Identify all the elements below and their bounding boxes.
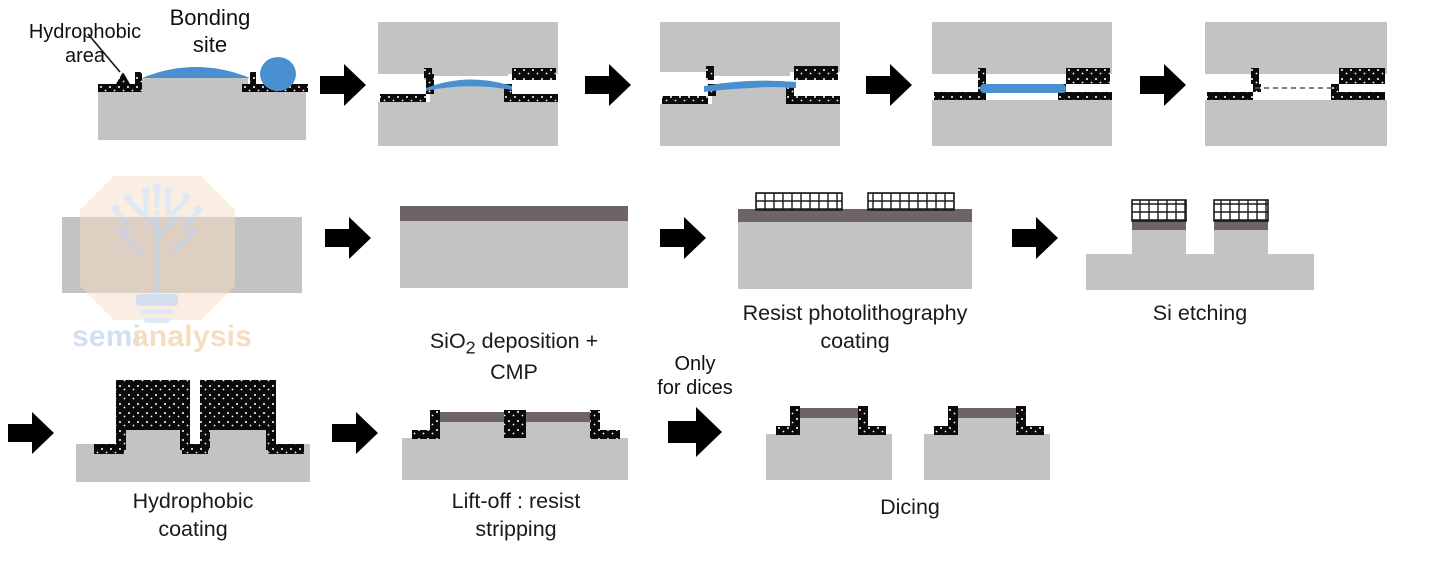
- step-resist-photolithography: [738, 192, 972, 289]
- flow-arrow: [660, 215, 706, 261]
- step-oxide-deposition: [400, 206, 628, 288]
- watermark-brand-part2: analysis: [132, 320, 252, 353]
- annotation-bonding-site: Bonding site: [169, 5, 251, 57]
- step-bare-silicon: [62, 217, 302, 293]
- flow-arrow: [8, 410, 54, 456]
- flow-arrow: [668, 405, 722, 459]
- watermark-brand-part1: semi: [72, 320, 141, 353]
- flow-arrow: [332, 410, 378, 456]
- caption-hydrophobic-coating: Hydrophobic coating: [132, 489, 254, 541]
- step-wafer-approach: [368, 22, 568, 146]
- step-resist-lift-off: [398, 400, 632, 480]
- flow-arrow: [1012, 215, 1058, 261]
- annotation-only-for-dices: Only for dices: [657, 353, 733, 400]
- flow-arrow: [1140, 62, 1186, 108]
- flow-arrow: [585, 62, 631, 108]
- step-droplet-dispense: [80, 33, 320, 148]
- step-dicing: [758, 398, 1058, 480]
- caption-dicing: Dicing: [880, 495, 940, 519]
- caption-oxide-deposition: SiO2 deposition +CMP: [429, 328, 599, 384]
- flow-arrow: [866, 62, 912, 108]
- caption-resist-photolithography: Resist photolithography coating: [742, 301, 968, 353]
- caption-silicon-etching: Si etching: [1152, 301, 1248, 325]
- step-liquid-thin-film: [922, 22, 1122, 146]
- step-silicon-etching: [1086, 196, 1314, 290]
- caption-resist-lift-off: Lift-off : resist stripping: [451, 489, 581, 541]
- flow-arrow: [325, 215, 371, 261]
- flow-arrow: [320, 62, 366, 108]
- step-hydrophobic-coating: [72, 374, 312, 482]
- step-bonded-interface: [1195, 22, 1395, 146]
- step-liquid-spread: [650, 22, 850, 146]
- annotation-hydrophobic-area: Hydrophobic area: [28, 21, 142, 68]
